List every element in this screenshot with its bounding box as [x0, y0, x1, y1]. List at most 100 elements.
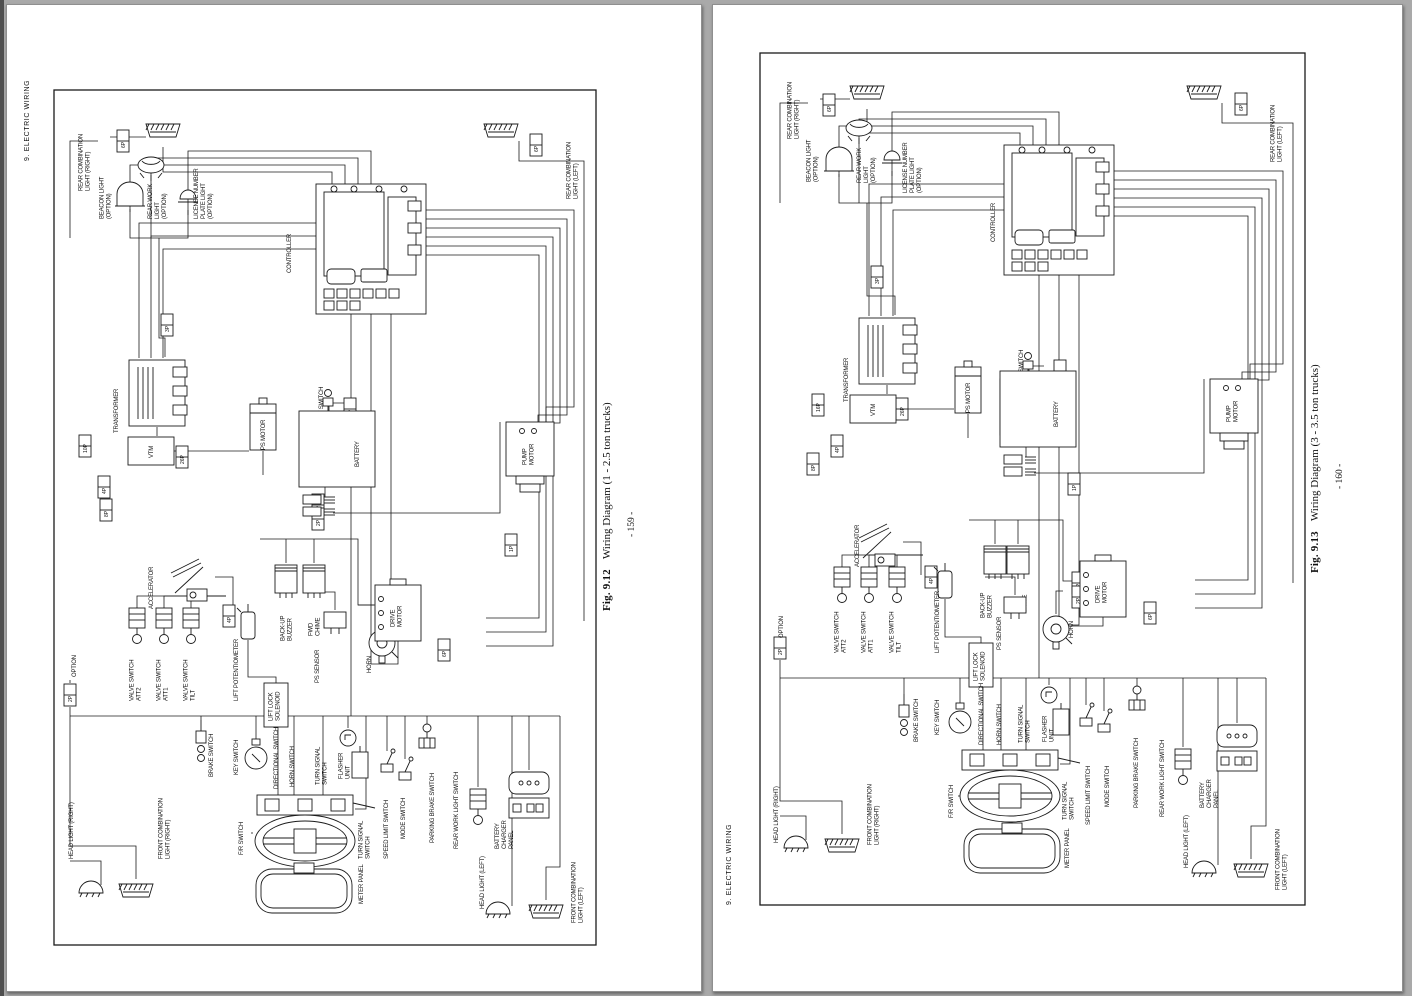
llock-label: LIFT LOCK [974, 652, 980, 681]
connector-6p: 6P [1143, 601, 1157, 625]
chgr-symbol [508, 771, 550, 819]
wiring-diagram-left: 6P6P3P2P4P23P14P35P26P10P4P8P2P3P2P6P1PR… [53, 89, 597, 946]
connector-4p: 4P [830, 434, 844, 458]
rwl-symbol [137, 156, 165, 179]
mode-symbol [398, 756, 414, 781]
fcl-symbol [528, 904, 564, 919]
fr-symbol [254, 794, 376, 868]
svg-text:6P: 6P [1148, 613, 1154, 620]
tsw2-label: SWITCH [1070, 798, 1076, 820]
dmotor-label: MOTOR [398, 605, 404, 627]
beacon-label: BEACON LIGHT [100, 176, 106, 219]
beacon-label: (OPTION) [814, 156, 820, 182]
dmotor-label: DRIVE [1096, 585, 1102, 603]
svg-text:4P: 4P [835, 446, 841, 453]
pssen-label: PS SENSOR [315, 649, 321, 683]
rwl-label: LIGHT [864, 166, 870, 183]
pump-label: MOTOR [1234, 400, 1240, 422]
tsw2-label: TURN SIGNAL [1063, 781, 1069, 820]
v2-label: ATT2 [137, 687, 143, 701]
fr-label: F/R SWITCH [239, 822, 245, 855]
spd-label: SPEED LIMIT SWITCH [384, 800, 390, 859]
license-symbol [882, 150, 902, 164]
key-label: KEY SWITCH [935, 700, 941, 735]
tsw-label: SWITCH [323, 763, 329, 785]
tsw-label: TURN SIGNAL [1019, 704, 1025, 743]
connector-4p: 4P [924, 565, 938, 589]
fcl-label: FRONT COMBINATION [1276, 829, 1282, 890]
connector-6p: 6P [116, 129, 130, 153]
hll-symbol [485, 901, 511, 919]
beacon-label: BEACON LIGHT [807, 139, 813, 182]
beacon-label: (OPTION) [107, 193, 113, 219]
pump-label: PUMP [523, 448, 529, 465]
rcl-label: LIGHT (LEFT) [1278, 126, 1284, 162]
connector-26p: 26P [895, 397, 909, 421]
dir-label: DIRECTIONAL SWITCH [274, 727, 280, 789]
hlr-symbol [783, 835, 809, 853]
v1-label: VALVE SWITCH [862, 612, 868, 653]
svg-text:1P: 1P [509, 545, 515, 552]
svg-text:6P: 6P [534, 145, 540, 152]
svg-text:1P: 1P [1072, 484, 1078, 491]
psm-symbol [954, 360, 982, 414]
llock-label: SOLENOID [981, 651, 987, 681]
v2-symbol [833, 566, 851, 603]
pbrk-symbol [1128, 685, 1146, 711]
license-label: (OPTION) [208, 193, 214, 219]
connector-3p: 3P [160, 313, 174, 337]
rwl-label: (OPTION) [162, 193, 168, 219]
pssen-symbol [323, 611, 347, 634]
dmotor-symbol [374, 578, 422, 642]
v1-label: VALVE SWITCH [157, 660, 163, 701]
rcl-label: LIGHT (LEFT) [574, 163, 580, 199]
v2-label: VALVE SWITCH [130, 660, 136, 701]
chgr-label: CHARGER [502, 820, 508, 849]
buzz-label: BACK-UP [981, 593, 987, 618]
vt-label: VALVE SWITCH [890, 612, 896, 653]
fcl-label: LIGHT (LEFT) [1283, 854, 1289, 890]
rwl-label: REAR WORK [857, 148, 863, 183]
chgr-label: PANEL [1214, 789, 1220, 808]
pssen-label: PS SENSOR [997, 616, 1003, 650]
svg-text:2P: 2P [1076, 597, 1082, 604]
license-label: LICENSE NUMBER [903, 142, 909, 193]
rcl-label: REAR COMBINATION [1271, 105, 1277, 162]
vt-label: TILT [897, 641, 903, 653]
flash-symbol [1040, 686, 1070, 736]
figure-title: Wiring Diagram (3 - 3.5 ton trucks) [1309, 364, 1321, 522]
horn-label: HORN [367, 656, 373, 673]
fcl-label: FRONT COMBINATION [572, 862, 578, 923]
accel-symbol [170, 558, 208, 602]
page-number: - 159 - [627, 511, 637, 537]
buzz-label: BUZZER [288, 617, 294, 641]
tsw2-label: TURN SIGNAL [359, 820, 365, 859]
fcr-symbol [824, 838, 860, 853]
pot-symbol [933, 563, 953, 599]
vt-symbol [888, 566, 906, 603]
license-label: LICENSE NUMBER [194, 168, 200, 219]
flash-label: FLASHER [339, 752, 345, 779]
rwl-label: (OPTION) [871, 157, 877, 183]
flash-label: UNIT [1050, 728, 1056, 742]
batt-symbol [999, 370, 1077, 477]
svg-text:8P: 8P [104, 510, 110, 517]
hll-symbol [1191, 860, 1217, 878]
section-header: 9. ELECTRIC WIRING [24, 79, 31, 161]
rcr-symbol [145, 123, 181, 138]
figure-number: Fig. 9.13 [1309, 531, 1321, 573]
seat-symbol [322, 389, 334, 415]
flash-label: FLASHER [1043, 715, 1049, 742]
key-symbol [948, 702, 972, 734]
pbrk-label: PARKING BRAKE SWITCH [430, 773, 436, 843]
hll-label: HEAD LIGHT (LEFT) [480, 856, 486, 909]
svg-text:16P: 16P [816, 402, 822, 412]
llock-label: SOLENOID [276, 691, 282, 721]
vtm-symbol [127, 436, 175, 466]
key-label: KEY SWITCH [234, 740, 240, 775]
brake-symbol [195, 720, 207, 762]
pot-label: LIFT POTENTIOMETER [935, 590, 941, 653]
figure-caption: Fig. 9.13 Wiring Diagram (3 - 3.5 ton tru… [1309, 364, 1321, 573]
connector-8p: 8P [99, 498, 113, 522]
rcr-label: REAR COMBINATION [788, 82, 794, 139]
